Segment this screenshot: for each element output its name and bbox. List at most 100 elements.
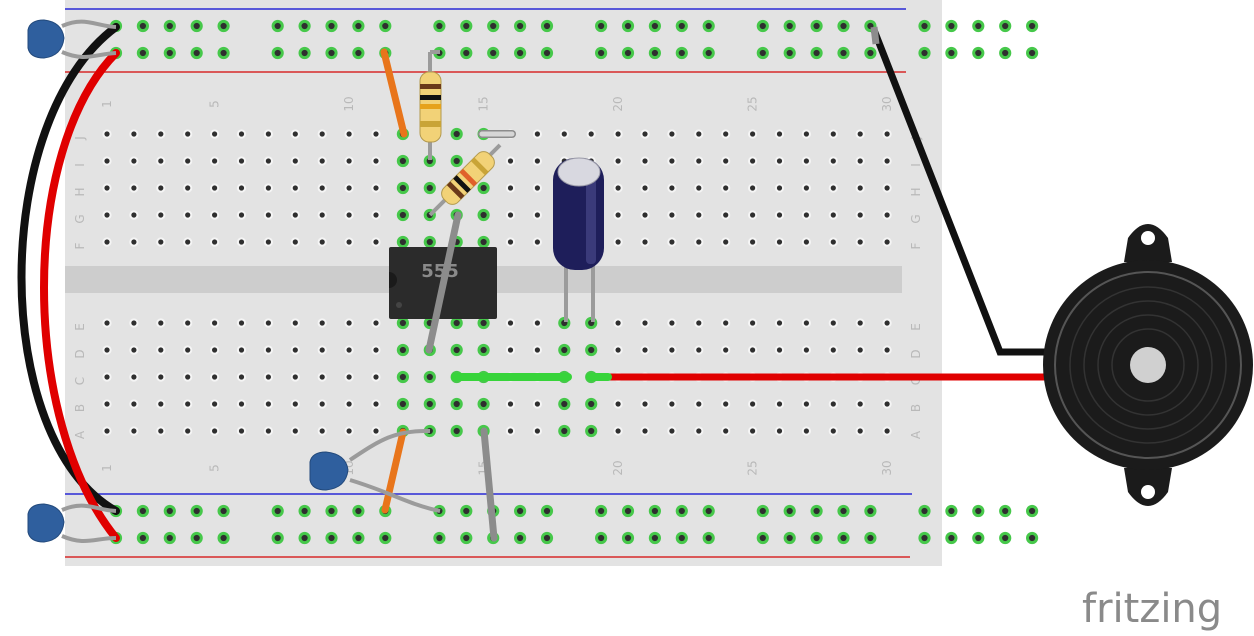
hole: [290, 237, 300, 247]
resistor2-band-1: [446, 181, 465, 200]
buzzer-ring-5: [1111, 328, 1185, 402]
column-label-bottom: 30: [880, 460, 894, 475]
hole: [344, 237, 354, 247]
hole: [559, 129, 569, 139]
rail-hole: [783, 19, 796, 33]
ic-notch: [389, 272, 397, 288]
hole: [748, 129, 758, 139]
row-label-left: E: [73, 323, 87, 331]
hole: [210, 372, 220, 382]
hole: [263, 129, 273, 139]
hole: [477, 316, 490, 330]
hole: [183, 399, 193, 409]
hole: [210, 345, 220, 355]
hole: [667, 399, 677, 409]
hole: [585, 397, 598, 411]
hole: [721, 399, 731, 409]
rail-hole: [945, 504, 958, 518]
rail-hole: [163, 46, 176, 60]
rail-hole: [999, 531, 1012, 545]
hole: [505, 183, 516, 193]
hole: [721, 345, 731, 355]
hole: [828, 156, 838, 166]
rail-hole: [702, 46, 715, 60]
hole: [129, 129, 139, 139]
hole: [748, 237, 758, 247]
hole: [640, 210, 650, 220]
hole: [156, 210, 166, 220]
hole: [774, 345, 785, 355]
rail-hole: [1026, 531, 1039, 545]
hole: [371, 237, 381, 247]
rail-hole: [675, 46, 688, 60]
hole: [640, 156, 650, 166]
hole: [183, 372, 193, 382]
hole: [721, 318, 731, 328]
hole: [828, 183, 838, 193]
bottom-orange-jumper: [381, 428, 407, 514]
rail-hole: [514, 531, 527, 545]
rail-hole: [352, 531, 365, 545]
hole: [344, 399, 354, 409]
hole: [263, 156, 273, 166]
hole: [102, 183, 112, 193]
hole: [156, 399, 166, 409]
hole: [748, 426, 758, 436]
hole: [290, 399, 300, 409]
rail-hole: [648, 504, 662, 518]
hole: [156, 237, 166, 247]
column-label-top: 1: [100, 100, 114, 108]
rail-hole: [621, 46, 635, 60]
hole: [694, 345, 704, 355]
hole: [210, 210, 220, 220]
hole: [344, 210, 354, 220]
column-label-top: 5: [208, 100, 222, 108]
rail-hole: [675, 531, 688, 545]
rail-hole: [756, 19, 769, 33]
top-orange-jumper: [380, 48, 408, 138]
rail-hole: [352, 46, 365, 60]
hole: [774, 399, 785, 409]
rail-hole: [810, 504, 823, 518]
hole: [371, 426, 381, 436]
hole: [263, 210, 273, 220]
rail-hole: [864, 46, 877, 60]
hole: [371, 210, 381, 220]
rail-hole: [487, 46, 500, 60]
row-label-left: J: [73, 136, 87, 141]
hole: [585, 424, 598, 438]
hole: [156, 156, 166, 166]
rail-hole: [756, 46, 769, 60]
rail-hole: [271, 46, 284, 60]
row-label-left: D: [73, 349, 87, 358]
rail-hole: [487, 19, 500, 33]
rail-hole: [190, 19, 203, 33]
hole: [882, 183, 892, 193]
hole: [774, 156, 785, 166]
cap1-body: [27, 19, 65, 59]
rail-hole: [783, 46, 796, 60]
hole: [129, 318, 139, 328]
hole: [774, 129, 785, 139]
hole: [477, 208, 490, 222]
hole: [450, 316, 463, 330]
ceramic-capacitor-bottom-left: [27, 503, 117, 544]
hole: [290, 318, 300, 328]
resistor2-body-group: [441, 151, 495, 205]
rail-hole: [621, 531, 635, 545]
rail-hole: [945, 19, 958, 33]
rail-hole: [460, 504, 473, 518]
hole: [613, 156, 623, 166]
hole: [774, 237, 785, 247]
resistor2-band-4: [470, 157, 489, 176]
rail-hole: [595, 531, 608, 545]
cap2-body: [27, 503, 65, 543]
hole: [694, 399, 704, 409]
hole: [882, 426, 892, 436]
rail-hole: [945, 531, 958, 545]
rail-hole: [540, 19, 554, 33]
hole: [721, 183, 731, 193]
hole: [748, 156, 758, 166]
hole: [801, 129, 812, 139]
